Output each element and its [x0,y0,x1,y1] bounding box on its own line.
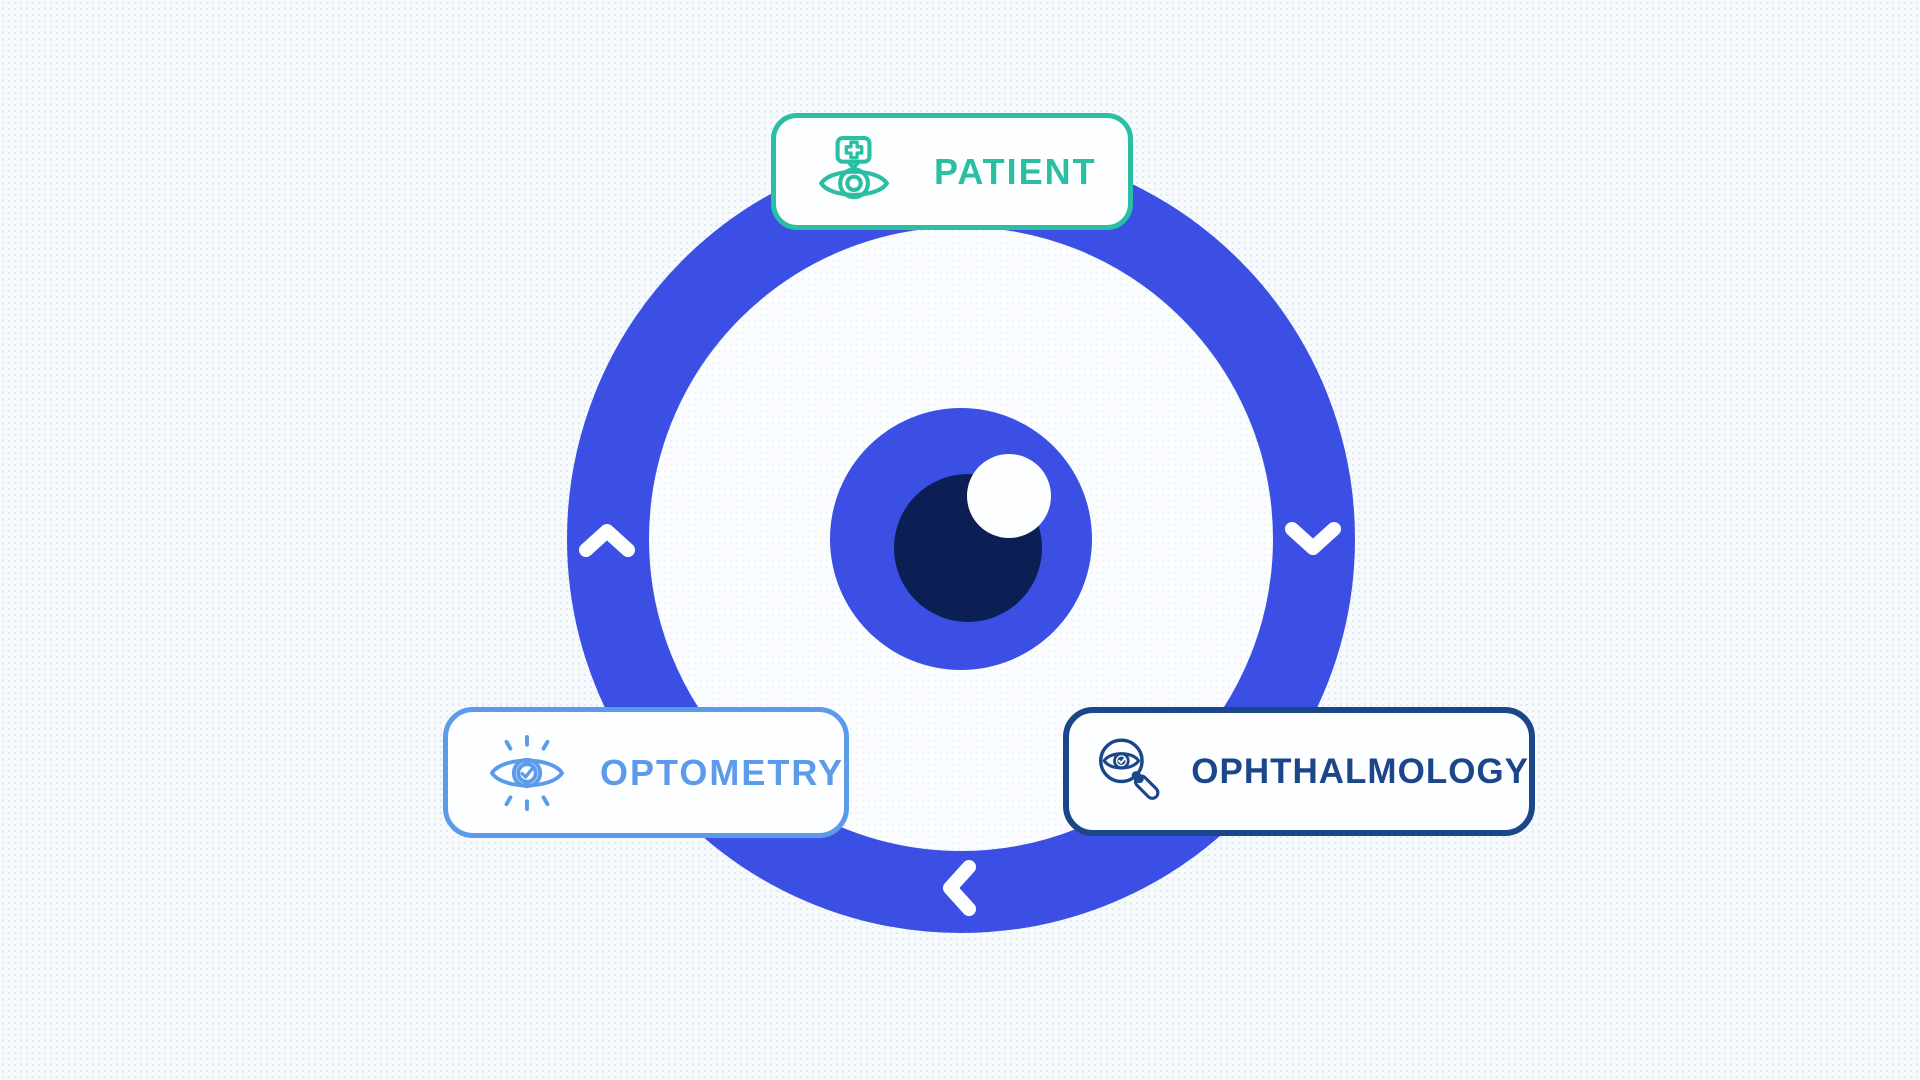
patient-badge[interactable]: PATIENT [771,113,1133,230]
magnifier-eye-icon [1099,737,1160,800]
chevron-down-icon [1285,522,1341,555]
patient-label: PATIENT [934,150,1097,192]
chevron-left-icon [943,860,976,916]
ophthalmology-badge[interactable]: OPHTHALMOLOGY [1063,707,1535,836]
chevron-up-icon [579,524,635,557]
eye-medical-cross-icon [819,135,889,199]
eye-highlight [967,454,1051,538]
optometry-badge[interactable]: OPTOMETRY [443,707,849,838]
optometry-label: OPTOMETRY [599,751,844,793]
eye-checkmark-icon [489,734,565,811]
ophthalmology-label: OPHTHALMOLOGY [1191,751,1529,791]
